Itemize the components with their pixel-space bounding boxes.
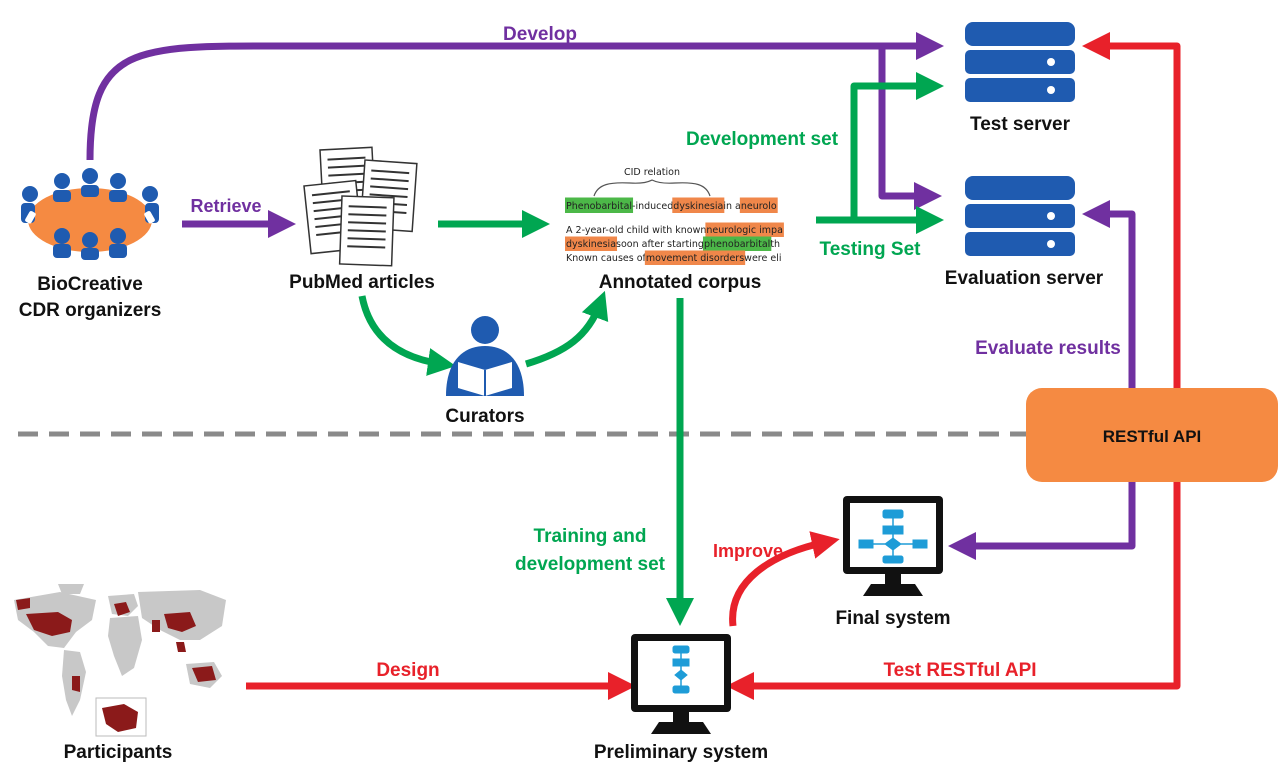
preliminary-system-label: Preliminary system xyxy=(594,742,768,763)
pubmed-label: PubMed articles xyxy=(289,272,435,293)
restful-api-box xyxy=(1026,388,1278,482)
world-map-icon xyxy=(8,584,236,737)
red-arrows xyxy=(246,31,1181,700)
corpus-segment: were eli xyxy=(744,253,781,264)
green-arrows xyxy=(358,72,944,626)
final-system-icon xyxy=(843,496,943,596)
restful-to-test-server-arrow xyxy=(1082,31,1181,392)
corpus-segment: in a xyxy=(723,201,741,212)
corpus-segment: phenobarbital xyxy=(704,239,770,250)
cid-relation-bracket xyxy=(593,179,711,197)
purple-arrows xyxy=(86,32,1136,560)
corpus-segment: dyskinesia xyxy=(566,239,616,250)
retrieve-label: Retrieve xyxy=(190,196,261,216)
design-label: Design xyxy=(376,660,439,681)
documents-icon xyxy=(303,146,418,267)
organizers-icon xyxy=(21,168,159,260)
test-server-label: Test server xyxy=(970,114,1071,135)
organizers-label-line2: CDR organizers xyxy=(19,300,162,321)
chemical-highlight xyxy=(565,197,634,213)
curators-to-corpus-arrow xyxy=(524,290,609,368)
pubmed-to-curators-arrow xyxy=(358,295,456,376)
disease-highlight xyxy=(672,197,725,213)
corpus-segment: dyskinesia xyxy=(673,201,723,212)
improve-label: Improve xyxy=(713,541,783,561)
evaluation-server-label: Evaluation server xyxy=(945,268,1104,289)
final-system-feedback-arrow xyxy=(948,478,1136,560)
corpus-segment: neurolo xyxy=(741,201,777,212)
corpus-segment: movement disorders xyxy=(646,253,744,264)
organizers-label-line1: BioCreative xyxy=(37,274,143,295)
corpus-label: Annotated corpus xyxy=(599,272,762,293)
evaluate-results-label: Evaluate results xyxy=(975,338,1121,359)
disease-highlight xyxy=(644,250,746,265)
test-server-icon xyxy=(965,22,1075,102)
corpus-segment: th xyxy=(770,239,780,250)
development-set-arrow xyxy=(850,72,944,220)
evaluate-results-arrow xyxy=(1082,200,1136,392)
develop-branch-arrow xyxy=(878,46,942,210)
evaluation-server-icon xyxy=(965,176,1075,256)
cid-relation-label: CID relation xyxy=(624,167,680,178)
development-set-label: Development set xyxy=(686,129,839,150)
develop-label: Develop xyxy=(503,24,577,45)
corpus-line-1: Phenobarbital-induced dyskinesia in a ne… xyxy=(565,197,778,213)
disease-highlight xyxy=(565,236,618,251)
corpus-segment: -induced xyxy=(632,201,673,212)
corpus-segment: A 2-year-old child with known xyxy=(566,225,706,236)
curators-label: Curators xyxy=(445,406,524,427)
restful-api-label: RESTful API xyxy=(1103,427,1202,446)
corpus-segment: soon after starting xyxy=(616,239,704,250)
chemical-highlight xyxy=(702,236,772,251)
training-label-line1: Training and xyxy=(534,526,647,547)
improve-arrow xyxy=(729,531,840,627)
corpus-snippet: CID relation Phenobarbital-induced dyski… xyxy=(565,167,784,265)
test-restful-label: Test RESTful API xyxy=(883,660,1036,681)
test-restful-api-arrow xyxy=(726,478,1181,700)
corpus-line-4: Known causes of movement disorders were … xyxy=(566,250,781,265)
testing-set-label: Testing Set xyxy=(820,239,922,260)
disease-highlight xyxy=(705,222,784,237)
curator-icon xyxy=(446,316,524,396)
corpus-line-2: A 2-year-old child with known neurologic… xyxy=(566,222,784,237)
develop-arrow xyxy=(86,32,944,161)
disease-highlight xyxy=(739,197,778,213)
corpus-line-3: dyskinesia soon after starting phenobarb… xyxy=(565,236,780,251)
participants-label: Participants xyxy=(64,742,173,763)
corpus-segment: Phenobarbital xyxy=(566,201,632,212)
preliminary-system-icon xyxy=(631,634,731,734)
final-system-label: Final system xyxy=(835,608,950,629)
corpus-segment: Known causes of xyxy=(566,253,647,264)
corpus-segment: neurologic impa xyxy=(706,225,783,236)
training-label-line2: development set xyxy=(515,554,666,575)
